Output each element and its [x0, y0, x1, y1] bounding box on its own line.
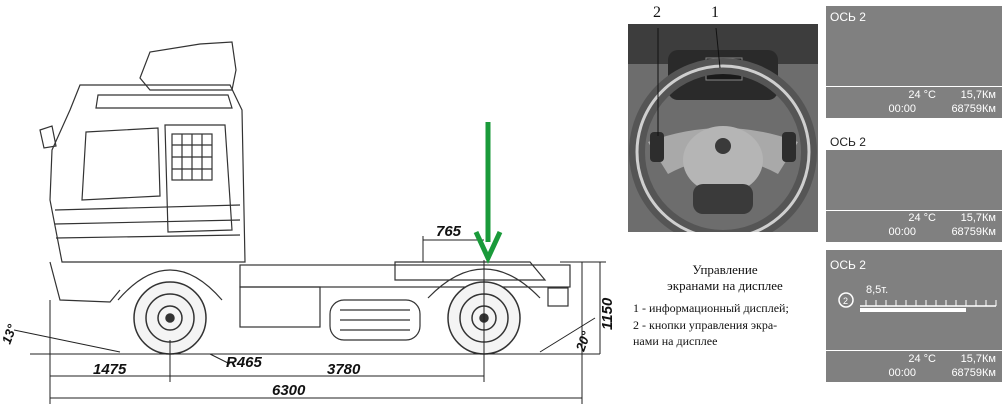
side-mirror	[39, 125, 57, 149]
left-control-buttons	[650, 132, 664, 162]
clock: 00:00	[888, 103, 916, 115]
caption-item-1: 1 - информационный дисплей;	[633, 301, 789, 315]
fifth-wheel-load-arrow	[473, 122, 503, 264]
dim-765: 765	[436, 223, 462, 240]
truck-technical-drawing: 765 1150 1475 R465 3780 6300 13° 20°	[0, 41, 616, 404]
clock: 00:00	[888, 367, 916, 379]
callout-1: 1	[711, 4, 719, 21]
odometer: 68759Км	[951, 226, 996, 238]
dim-1150: 1150	[599, 297, 616, 330]
caption-item-2-line1: 2 - кнопки управления экра-	[633, 318, 778, 332]
clock: 00:00	[888, 226, 916, 238]
roof-spoiler	[139, 41, 237, 91]
axle-icon	[838, 292, 854, 308]
fifth-wheel	[394, 261, 547, 281]
screen-title: ОСЬ 2	[830, 258, 866, 272]
kamaz-logo-icon	[715, 138, 731, 154]
angle-rear: 20°	[572, 329, 593, 354]
trip-distance: 15,7Км	[960, 89, 996, 101]
right-control-buttons	[782, 132, 796, 162]
temperature: 24 °C	[908, 89, 936, 101]
svg-text:2: 2	[843, 296, 848, 306]
caption-title-line2: экранами на дисплее	[667, 278, 783, 293]
dashboard-photo	[628, 24, 818, 232]
cab-window	[81, 127, 161, 201]
caption-title-line1: Управление	[692, 262, 758, 277]
caption-title: Управление экранами на дисплее	[640, 262, 810, 294]
dim-6300: 6300	[272, 382, 306, 399]
display-screen-3: ОСЬ 2 2 8,5т. 24 °C 15,7Км 00:00 68759Км	[826, 250, 1002, 382]
dim-r465: R465	[226, 354, 263, 371]
screen-title: ОСЬ 2	[830, 10, 866, 24]
cab-outline	[49, 84, 246, 263]
display-screen-2: ОСЬ 2 24 °C 15,7Км 00:00 68759Км	[826, 132, 1002, 242]
fuel-tank	[329, 299, 421, 341]
caption-item-2-line2: нами на дисплее	[633, 334, 718, 348]
screen-title-highlighted: ОСЬ 2	[830, 135, 866, 149]
temperature: 24 °C	[908, 212, 936, 224]
trip-distance: 15,7Км	[960, 353, 996, 365]
odometer: 68759Км	[951, 103, 996, 115]
dim-1475: 1475	[93, 361, 127, 378]
chassis-frame	[239, 264, 571, 288]
callout-2: 2	[653, 4, 661, 21]
axle-load-scale: 2	[838, 292, 997, 312]
temperature: 24 °C	[908, 353, 936, 365]
display-screen-1: ОСЬ 2 24 °C 15,7Км 00:00 68759Км	[826, 6, 1002, 118]
odometer: 68759Км	[951, 367, 996, 379]
steering-wheel-hub	[683, 126, 763, 194]
dim-3780: 3780	[327, 361, 361, 378]
trip-distance: 15,7Км	[960, 212, 996, 224]
axle-load-value: 8,5т.	[866, 284, 889, 296]
angle-front: 13°	[0, 322, 20, 346]
